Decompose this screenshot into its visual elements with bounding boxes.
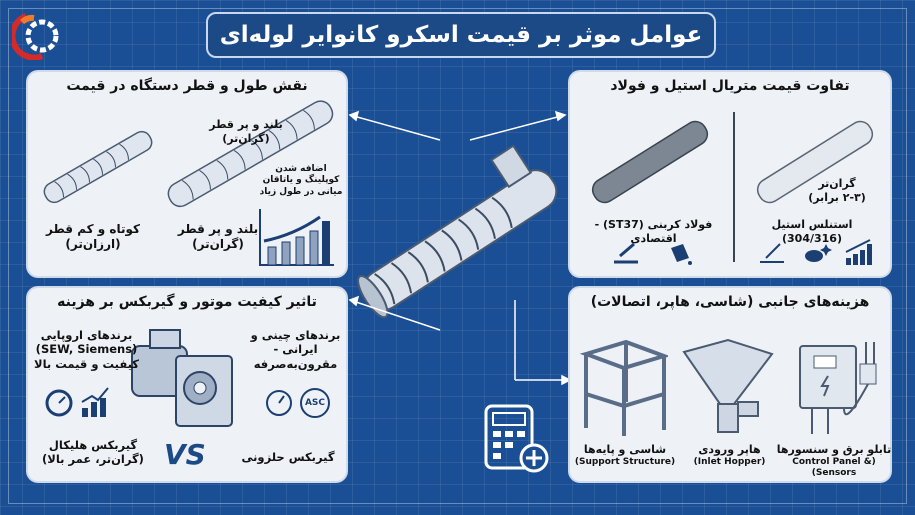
stainless-price-label: گران‌تر(۲-۳ برابر) xyxy=(802,177,872,205)
label-line: ایرانی - xyxy=(273,342,318,357)
panel-title: نقش طول و قطر دستگاه در قیمت xyxy=(66,78,308,94)
border-frame xyxy=(8,8,907,504)
stainless-pipe-illustration xyxy=(756,120,874,204)
price-increase-icon xyxy=(845,239,872,265)
panel-title: تفاوت قیمت متریال استیل و فولاد xyxy=(610,78,850,94)
welding-icon xyxy=(614,242,638,264)
gauge-icon xyxy=(45,389,73,417)
panel-accessories: هزینه‌های جانبی (شاسی، هاپر، اتصالات) شا… xyxy=(570,288,893,481)
efficiency-gauge-icon xyxy=(266,390,292,416)
label-line: میانی در طول زیاد xyxy=(259,186,343,197)
control-panel-illustration xyxy=(799,342,877,434)
label-line: مقرون‌به‌صرفه xyxy=(253,356,338,371)
label-en: (Control Panel & Sensors) xyxy=(792,456,876,478)
label-fa: شاسی و پایه‌ها xyxy=(583,443,667,456)
accessory-item: شاسی و پایه‌ها(Support Structure) xyxy=(570,443,680,468)
long-top-label: بلند و پر قطر(گران‌تر) xyxy=(206,118,286,146)
long-bottom-label: بلند و پر قطر(گران‌تر) xyxy=(168,222,268,252)
label-line: کوتاه و کم قطر xyxy=(46,222,140,236)
label-line: (ارزان‌تر) xyxy=(65,237,121,251)
short-label: کوتاه و کم قطر(ارزان‌تر) xyxy=(38,222,148,252)
short-conveyor-illustration xyxy=(43,130,153,204)
long-conveyor-illustration xyxy=(167,100,334,208)
carbon-steel-pipe-illustration xyxy=(591,120,709,204)
label-line: بلند و پر قطر xyxy=(177,222,259,236)
welding-torch-icon xyxy=(760,243,784,263)
helical-gearbox-label: گیربکس هلیکال(گران‌تر، عمر بالا) xyxy=(38,438,148,467)
label-line: (۲-۳ برابر) xyxy=(808,190,866,204)
growth-chart-icon xyxy=(81,387,109,417)
panel-material: تفاوت قیمت متریال استیل و فولاد گران‌تر(… xyxy=(570,72,890,276)
label-line: گران‌تر xyxy=(818,177,856,190)
label-line: کوپلینگ و یاتاقان xyxy=(262,175,340,186)
carbon-steel-label: فولاد کربنی (ST37) - اقتصادی xyxy=(594,218,713,245)
panel-title: تاثیر کیفیت موتور و گیربکس بر هزینه xyxy=(57,294,317,310)
label-fa: هاپر ورودی xyxy=(698,443,761,456)
label-en: (Support Structure) xyxy=(574,456,676,467)
label-line: (گران‌تر، عمر بالا) xyxy=(42,452,144,467)
paint-bucket-icon xyxy=(671,244,692,265)
panel-title: هزینه‌های جانبی (شاسی، هاپر، اتصالات) xyxy=(590,294,870,310)
label-line: بلند و پر قطر xyxy=(209,118,283,131)
panel-motor-gearbox: تاثیر کیفیت موتور و گیربکس بر هزینه برند… xyxy=(28,288,346,481)
label-en: (Inlet Hopper) xyxy=(693,456,766,467)
european-brands-label: برندهای اروپایی(SEW, Siemens)کیفیت و قیم… xyxy=(34,328,139,371)
label-line: برندهای چینی و xyxy=(250,328,341,342)
label-line: (گران‌تر) xyxy=(192,237,244,251)
inlet-hopper-illustration xyxy=(682,338,774,433)
polish-sparkle-icon xyxy=(805,244,832,262)
connector-arrows xyxy=(348,110,572,386)
label-line: (SEW, Siemens) xyxy=(35,342,138,357)
label-line: برندهای اروپایی xyxy=(40,328,133,342)
label-line: گیربکس هلیکال xyxy=(48,438,138,452)
divider xyxy=(733,112,735,262)
logo-icon xyxy=(12,13,59,60)
page-title: عوامل موثر بر قیمت اسکرو کانوایر لوله‌ای xyxy=(206,12,716,58)
worm-gearbox-label: گیربکس حلزونی xyxy=(241,450,335,464)
stainless-label: استنلس استیل (304/316) xyxy=(771,218,853,245)
motor-gearbox-illustration xyxy=(131,329,233,427)
rising-bar-chart-icon xyxy=(259,209,334,266)
accessory-item: هاپر ورودی(Inlet Hopper) xyxy=(682,443,777,468)
screw-conveyor-illustration xyxy=(357,144,558,319)
support-frame-illustration xyxy=(579,339,668,436)
label-line: (گران‌تر) xyxy=(222,131,270,145)
calculator-icon xyxy=(484,404,549,473)
label-fa: تابلو برق و سنسورها xyxy=(776,443,892,456)
panel-length-diameter: نقش طول و قطر دستگاه در قیمت بلند و پر ق… xyxy=(28,72,346,276)
vs-label: VS xyxy=(164,438,206,471)
label-line: کیفیت و قیمت بالا xyxy=(34,356,139,371)
asc-badge: ASC xyxy=(300,388,330,418)
label-line: اضافه شدن xyxy=(275,164,327,174)
accessory-item: تابلو برق و سنسورها(Control Panel & Sens… xyxy=(775,443,893,479)
